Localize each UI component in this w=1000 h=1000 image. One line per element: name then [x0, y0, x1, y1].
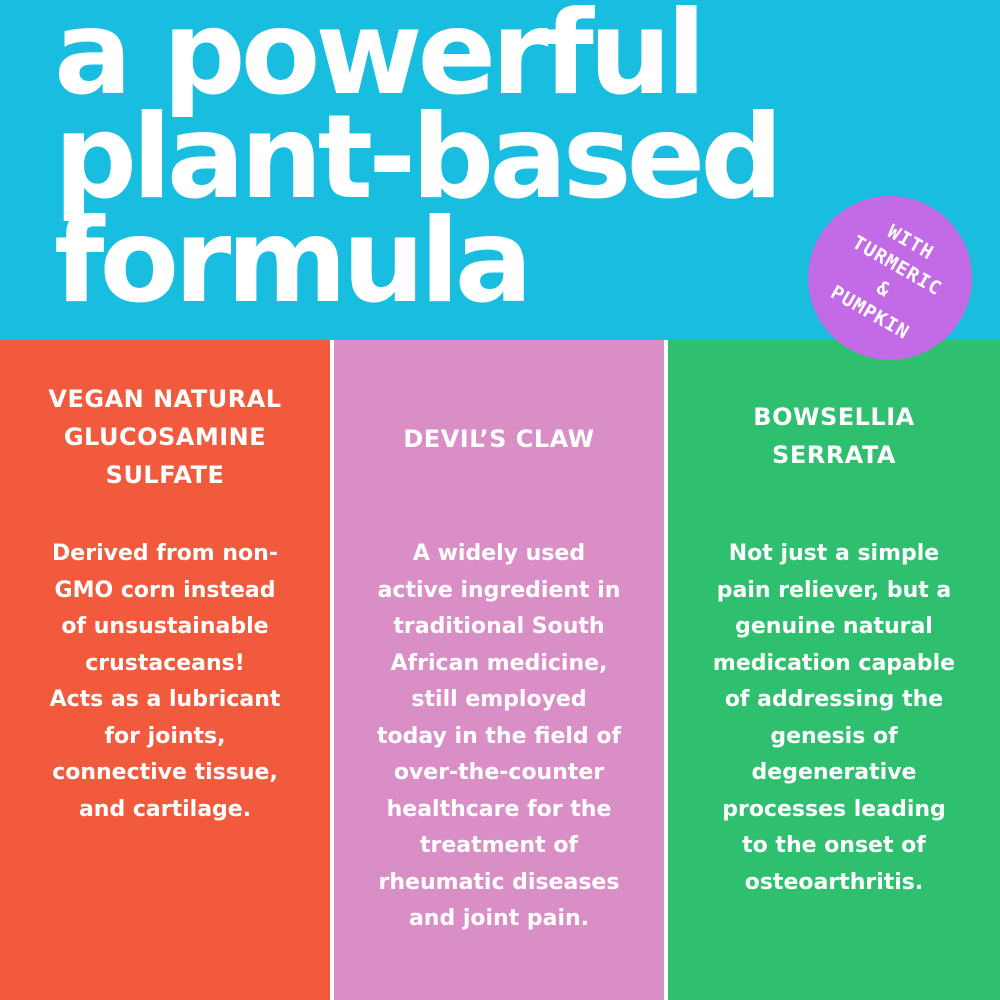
ingredient-column-glucosamine: VEGAN NATURAL GLUCOSAMINE SULFATE Derive…	[0, 340, 332, 1000]
description-line: for joints,	[104, 723, 226, 749]
header-banner: a powerful plant-based formula	[0, 0, 1000, 340]
description-line: traditional South	[393, 614, 605, 639]
description-line: A widely used	[412, 541, 586, 566]
column-title-line: BOWSELLIA	[753, 403, 915, 431]
description-line: and joint pain.	[408, 906, 590, 931]
column-description: Derived from non- GMO corn instead of un…	[24, 536, 306, 828]
description-line: Not just a simple	[728, 541, 940, 566]
column-description: Not just a simple pain reliever, but a g…	[698, 536, 970, 901]
description-line: genuine natural	[735, 614, 933, 639]
description-line: degenerative	[751, 760, 917, 785]
description-line: medication capable	[712, 650, 956, 676]
column-description: A widely used active ingredient in tradi…	[358, 536, 640, 938]
headline-line: formula	[54, 194, 533, 329]
column-title: DEVIL’S CLAW	[354, 420, 644, 458]
description-line: osteoarthritis.	[744, 869, 924, 895]
description-line: over-the-counter	[393, 760, 605, 785]
badge-line: PUMPKIN	[826, 281, 914, 344]
description-line: GMO corn instead	[54, 577, 276, 603]
description-line: Acts as a lubricant	[49, 687, 281, 712]
description-line: crustaceans!	[85, 650, 245, 676]
column-title: BOWSELLIA SERRATA	[688, 398, 980, 474]
column-title-line: GLUCOSAMINE	[63, 423, 267, 451]
description-line: genesis of	[770, 723, 898, 749]
headline-line: a powerful	[54, 0, 706, 121]
description-line: treatment of	[419, 833, 579, 858]
column-title-line: SERRATA	[772, 441, 896, 469]
column-title-line: DEVIL’S CLAW	[403, 425, 595, 453]
description-line: today in the field of	[376, 723, 622, 749]
description-line: Derived from non-	[52, 541, 278, 566]
description-line: active ingredient in	[377, 577, 621, 603]
column-title-line: VEGAN NATURAL	[48, 385, 282, 413]
description-line: pain reliever, but a	[716, 577, 952, 603]
ingredient-column-bowsellia: BOWSELLIA SERRATA Not just a simple pain…	[668, 340, 1000, 1000]
headline: a powerful plant-based formula	[54, 0, 783, 329]
column-title: VEGAN NATURAL GLUCOSAMINE SULFATE	[20, 380, 310, 494]
description-line: of unsustainable	[61, 614, 269, 639]
headline-line: plant-based	[54, 90, 783, 225]
ingredient-columns: VEGAN NATURAL GLUCOSAMINE SULFATE Derive…	[0, 340, 1000, 1000]
column-title-line: SULFATE	[105, 461, 225, 489]
description-line: connective tissue,	[52, 760, 278, 785]
description-line: processes leading	[722, 796, 946, 822]
description-line: of addressing the	[724, 687, 944, 712]
description-line: African medicine,	[390, 650, 608, 676]
description-line: rheumatic diseases	[378, 869, 620, 895]
ingredient-column-devils-claw: DEVIL’S CLAW A widely used active ingred…	[334, 340, 666, 1000]
description-line: healthcare for the	[386, 796, 612, 822]
description-line: to the onset of	[742, 833, 926, 858]
description-line: still employed	[411, 687, 587, 712]
description-line: and cartilage.	[78, 796, 252, 822]
